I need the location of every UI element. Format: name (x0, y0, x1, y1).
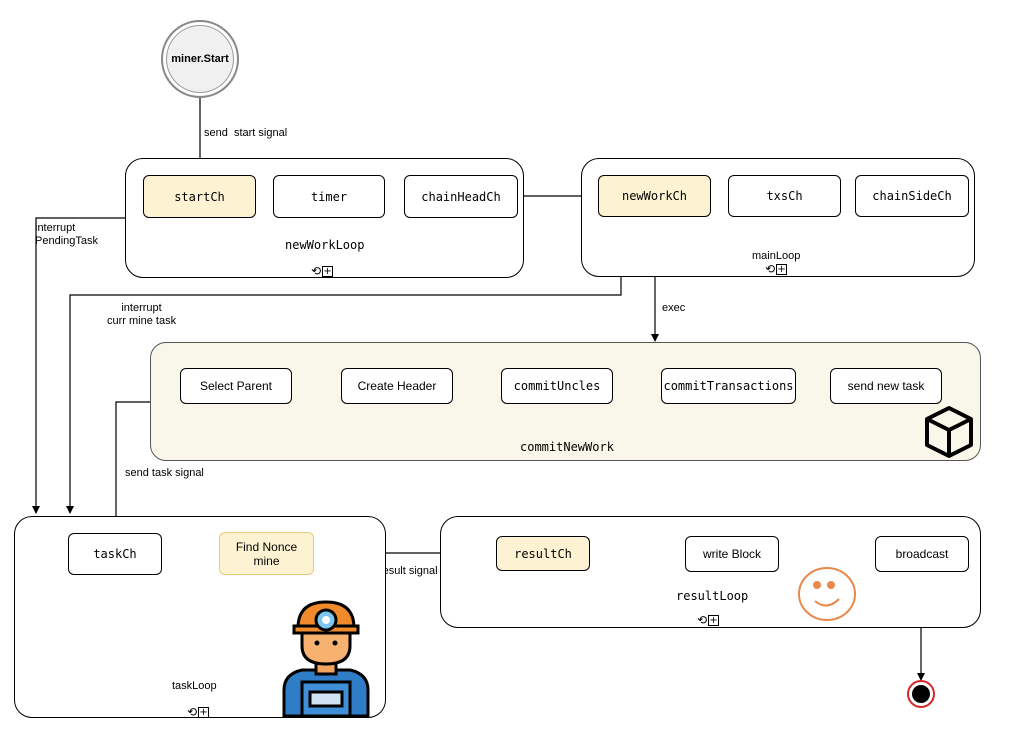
miner-worker-icon (282, 600, 370, 718)
result-loop-title: resultLoop (676, 589, 749, 603)
label-exec: exec (662, 302, 686, 314)
newworkch-box: newWorkCh (598, 175, 711, 217)
broadcast-box: broadcast (875, 536, 969, 572)
commituncles-box: commitUncles (501, 368, 613, 404)
resultch-box: resultCh (496, 536, 590, 571)
label-interrupt-curr: interrupt curr mine task (107, 302, 177, 327)
label-interrupt-pending: interrupt PendingTask (35, 222, 98, 247)
committransactions-box: commitTransactions (661, 368, 796, 404)
task-loop-title: taskLoop (172, 680, 217, 692)
taskch-box: taskCh (68, 533, 162, 575)
main-loop-title: mainLoop (752, 250, 801, 262)
start-node: miner.Start (161, 20, 239, 98)
label-send-start-signal: send start signal (204, 127, 288, 139)
create-header-box: Create Header (341, 368, 453, 404)
result-loop-container (440, 516, 981, 628)
new-work-loop-title: newWorkLoop (285, 238, 365, 252)
loop-plus-icon: ⟲+ (311, 264, 334, 278)
commit-new-work-title: commitNewWork (520, 440, 614, 454)
send-new-task-box: send new task (830, 368, 942, 404)
start-node-label: miner.Start (171, 53, 229, 65)
cube-icon (925, 406, 973, 458)
write-block-box: write Block (685, 536, 779, 572)
txsch-box: txsCh (728, 175, 841, 217)
loop-plus-icon: ⟲+ (697, 613, 720, 627)
loop-plus-icon: ⟲+ (765, 262, 788, 276)
smiley-face-icon (798, 567, 856, 621)
edge-send-task (112, 401, 150, 533)
chainsidech-box: chainSideCh (855, 175, 969, 217)
select-parent-box: Select Parent (180, 368, 292, 404)
find-nonce-box: Find Nonce mine (219, 532, 314, 575)
chainheadch-box: chainHeadCh (404, 175, 518, 218)
label-send-task-signal: send task signal (125, 467, 204, 479)
edge-interrupt-curr (66, 277, 622, 514)
timer-box: timer (273, 175, 385, 218)
startch-box: startCh (143, 175, 256, 218)
end-node-icon (907, 680, 935, 708)
edge-interrupt-pending (32, 217, 126, 514)
loop-plus-icon: ⟲+ (187, 705, 210, 719)
